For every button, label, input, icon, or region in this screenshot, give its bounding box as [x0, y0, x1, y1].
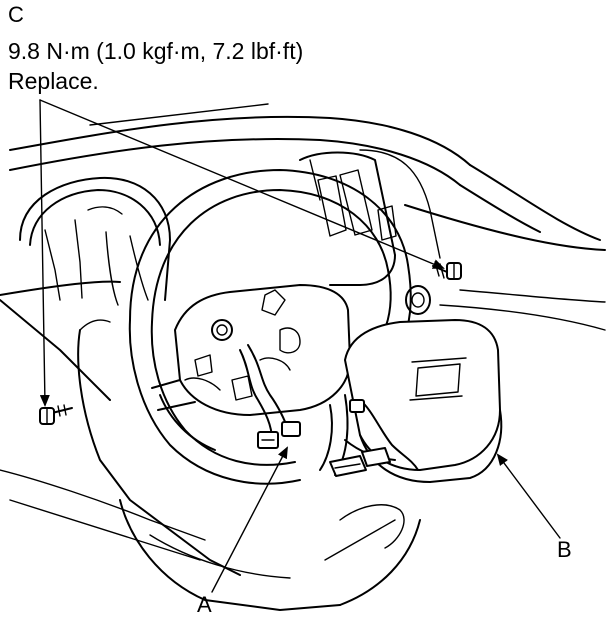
steering-column: [77, 319, 421, 611]
leader-lines: [39, 99, 561, 593]
steering-wheel-hub: [151, 284, 351, 476]
callout-c-letter: C: [8, 2, 24, 27]
bolt-c-right: [432, 261, 462, 280]
airbag-module: [329, 319, 503, 483]
callout-c-torque-spec: 9.8 N·m (1.0 kgf·m, 7.2 lbf·ft): [8, 38, 304, 64]
callout-c-replace-note: Replace.: [8, 68, 99, 94]
dash-switch: [405, 285, 431, 315]
leader-a: [211, 446, 288, 593]
leader-b: [496, 453, 561, 539]
bolt-c-left: [39, 404, 73, 425]
dashboard-outline: [0, 103, 606, 561]
leader-c-left: [39, 99, 50, 407]
instrument-cluster: [19, 176, 171, 306]
leader-c-right: [39, 99, 445, 269]
callout-b-letter: B: [557, 537, 572, 562]
airbag-emblem: [415, 363, 461, 397]
wiring-harness: [239, 344, 301, 449]
